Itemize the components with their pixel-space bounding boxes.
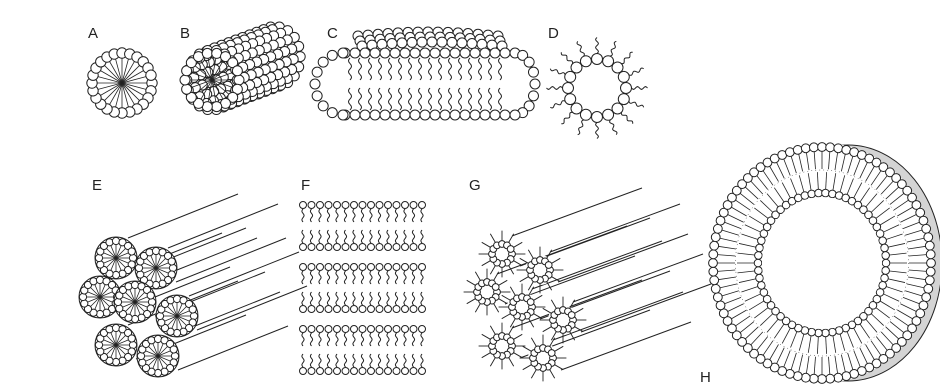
reverse-micelle [547, 38, 648, 139]
label-c: C [327, 25, 338, 42]
liposome-vesicle [709, 143, 940, 384]
spherical-micelle [87, 48, 157, 118]
bilayer-disc [310, 27, 540, 120]
label-d: D [548, 25, 559, 42]
label-h: H [700, 369, 711, 386]
lamellar-phase [300, 202, 426, 375]
label-a: A [88, 25, 98, 42]
cylindrical-micelle [180, 22, 305, 114]
hexagonal-phase-cylinders [79, 194, 307, 377]
label-g: G [469, 177, 481, 194]
label-f: F [301, 177, 310, 194]
inverted-hexagonal-phase [464, 188, 711, 381]
label-b: B [180, 25, 190, 42]
label-e: E [92, 177, 102, 194]
